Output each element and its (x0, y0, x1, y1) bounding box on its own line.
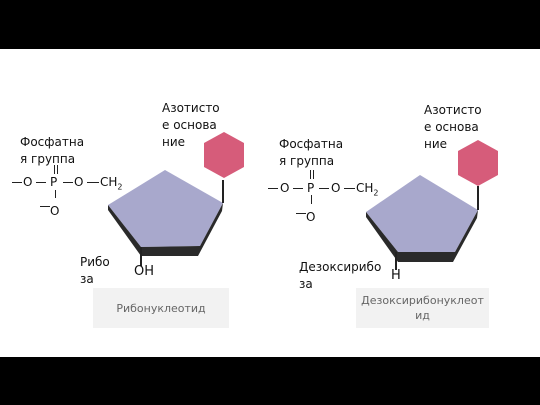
oxygen-atom-left: O (280, 181, 290, 195)
oxygen-atom-left: O (23, 175, 33, 189)
double-bond-line (313, 170, 314, 179)
bond-line (87, 182, 99, 183)
bond-line (55, 190, 56, 198)
oxygen-atom-bottom: O (306, 210, 316, 224)
caption-deoxyribonucleotide: Дезоксирибонуклеотид (356, 288, 489, 328)
double-bond-line (54, 165, 55, 174)
bond-line (36, 182, 46, 183)
bond-line (63, 182, 73, 183)
double-bond-line (57, 165, 58, 174)
bond-line (268, 188, 278, 189)
phosphorus-atom: P (50, 175, 58, 189)
nitrogen-base-label-left: Азотистое основание (162, 101, 220, 149)
phosphorus-atom: P (307, 181, 315, 195)
oxygen-atom-bridge: O (331, 181, 341, 195)
bond-line (296, 213, 306, 214)
ch2-group: CH2 (100, 175, 123, 192)
bond-line (344, 188, 355, 189)
sugar-label-right: Дезоксирибоза (299, 260, 382, 291)
phosphate-label-left: Фосфатная группа (20, 135, 85, 166)
bond-line (311, 195, 312, 204)
bond-line (319, 188, 329, 189)
oxygen-atom-bottom: O (50, 204, 60, 218)
oxygen-atom-bridge: O (74, 175, 84, 189)
nitrogen-base-label-right: Азотистое основание (424, 103, 482, 151)
bond-line (293, 188, 303, 189)
ch2-group: CH2 (356, 181, 379, 198)
double-bond-line (310, 170, 311, 179)
bond-line (40, 206, 50, 207)
hydrogen-atom: H (391, 268, 401, 283)
bond-line (12, 182, 22, 183)
caption-ribonucleotide: Рибонуклеотид (93, 288, 229, 328)
sugar-label-left: Рибоза (80, 255, 110, 286)
hydroxyl-group: OH (134, 264, 155, 279)
phosphate-label-right: Фосфатная группа (279, 137, 344, 168)
